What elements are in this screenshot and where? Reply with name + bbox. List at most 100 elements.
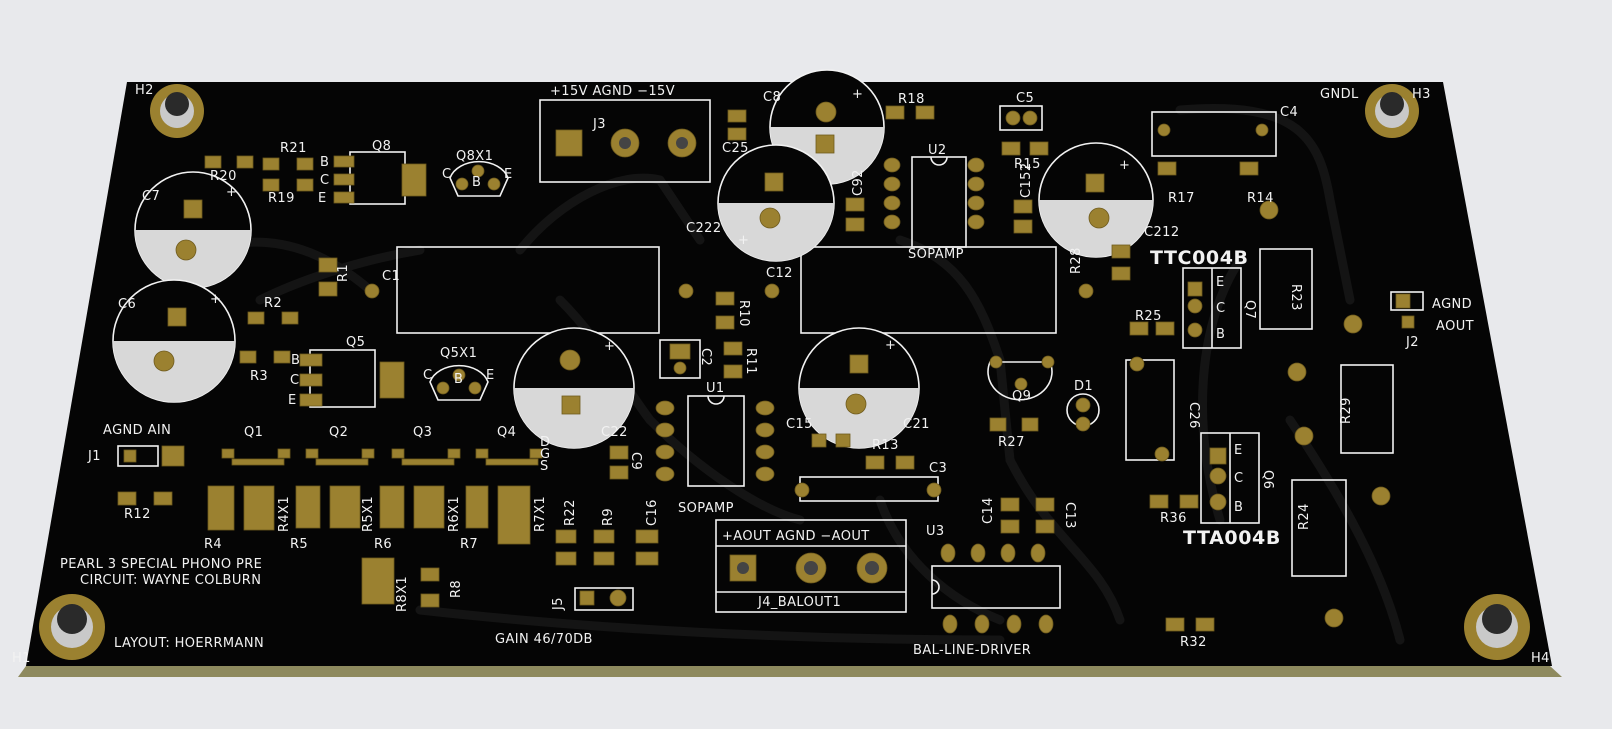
cap-c212: + xyxy=(1038,142,1154,258)
ref-r25: R25 xyxy=(1135,309,1162,324)
label-sopamp-u1: SOPAMP xyxy=(678,501,734,516)
svg-text:+: + xyxy=(885,338,896,353)
label-h4: H4 xyxy=(1531,651,1550,666)
q7-pin-c: C xyxy=(1216,301,1225,316)
silk-outlines xyxy=(117,99,1424,613)
label-sopamp-u2: SOPAMP xyxy=(908,247,964,262)
ref-c21: C21 xyxy=(903,417,930,432)
ref-d1: D1 xyxy=(1074,379,1093,394)
label-j1-pins: AGND AIN xyxy=(103,423,171,438)
ref-u2: U2 xyxy=(928,143,947,158)
svg-text:+: + xyxy=(210,292,221,307)
ref-c4: C4 xyxy=(1280,105,1298,120)
label-bal-line-driver: BAL-LINE-DRIVER xyxy=(913,643,1031,658)
cap-c222: + xyxy=(717,144,835,262)
q8x1-pin-b: B xyxy=(472,175,481,190)
q5-pin-e: E xyxy=(288,393,297,408)
ref-c1: C1 xyxy=(382,269,400,284)
ref-c92: C92 xyxy=(851,169,866,196)
ref-c2: C2 xyxy=(698,348,713,366)
ref-u1: U1 xyxy=(706,381,725,396)
ref-c222: C222 xyxy=(686,221,722,236)
ref-c9: C9 xyxy=(628,452,643,470)
ref-r6x1: R6X1 xyxy=(447,496,462,532)
electrolytic-caps: + + + + + + xyxy=(112,69,1154,449)
hole-h4 xyxy=(1464,594,1530,660)
ref-c25: C25 xyxy=(722,141,749,156)
q6-pin-b: B xyxy=(1234,500,1243,515)
label-gain: GAIN 46/70DB xyxy=(495,632,593,647)
q8x1-pin-e: E xyxy=(504,167,513,182)
ref-r8x1: R8X1 xyxy=(395,576,410,612)
q8-pin-c: C xyxy=(320,173,329,188)
ref-r14: R14 xyxy=(1247,191,1274,206)
label-ttc004b: TTC004B xyxy=(1150,247,1249,269)
hole-h1 xyxy=(39,594,105,660)
label-j4-pins: +AOUT AGND −AOUT xyxy=(722,529,870,544)
label-j3-pins: +15V AGND −15V xyxy=(550,84,675,99)
ref-r21: R21 xyxy=(280,141,307,156)
hole-h3 xyxy=(1365,84,1419,138)
q5x1-pin-c: C xyxy=(423,368,432,383)
q5-pin-c: C xyxy=(290,373,299,388)
pads xyxy=(117,105,1415,634)
ref-c12: C12 xyxy=(766,266,793,281)
ref-q8: Q8 xyxy=(372,139,391,154)
ref-r28: R28 xyxy=(1069,247,1084,274)
ref-q9: Q9 xyxy=(1012,389,1031,404)
ref-r11: R11 xyxy=(743,348,758,375)
label-h2: H2 xyxy=(135,83,154,98)
ref-c7: C7 xyxy=(142,189,160,204)
ref-c212: C212 xyxy=(1144,225,1180,240)
ref-r36: R36 xyxy=(1160,511,1187,526)
ref-r5: R5 xyxy=(290,537,308,552)
ref-r5x1: R5X1 xyxy=(361,496,376,532)
board-edge xyxy=(18,666,1562,677)
ref-q7: Q7 xyxy=(1242,300,1257,319)
label-pin-g: G xyxy=(540,447,550,462)
label-j2-agnd: AGND xyxy=(1432,297,1472,312)
q6-pin-e: E xyxy=(1234,443,1243,458)
label-layout: LAYOUT: HOERRMANN xyxy=(114,636,264,651)
ref-r18: R18 xyxy=(898,92,925,107)
ref-q5: Q5 xyxy=(346,335,365,350)
label-pin-d: D xyxy=(540,435,550,450)
ref-r23: R23 xyxy=(1288,284,1303,311)
ref-r27: R27 xyxy=(998,435,1025,450)
ref-r22: R22 xyxy=(563,499,578,526)
ref-r32: R32 xyxy=(1180,635,1207,650)
q8x1-pin-c: C xyxy=(442,167,451,182)
label-h3: H3 xyxy=(1412,87,1431,102)
ref-c14: C14 xyxy=(981,497,996,524)
svg-text:+: + xyxy=(852,87,863,102)
q7-pin-e: E xyxy=(1216,275,1225,290)
q6-pin-c: C xyxy=(1234,471,1243,486)
ref-r20: R20 xyxy=(210,169,237,184)
ref-r4: R4 xyxy=(204,537,222,552)
ref-q1: Q1 xyxy=(244,425,263,440)
hole-h2 xyxy=(150,84,204,138)
ref-j1: J1 xyxy=(87,449,101,464)
q5x1-pin-e: E xyxy=(486,368,495,383)
label-pin-s: S xyxy=(540,459,549,474)
ref-j3: J3 xyxy=(592,117,606,132)
svg-text:+: + xyxy=(1119,158,1130,173)
q8-pin-e: E xyxy=(318,191,327,206)
ref-q5x1: Q5X1 xyxy=(440,346,477,361)
cap-c21: + xyxy=(798,327,920,449)
ref-u3: U3 xyxy=(926,524,945,539)
label-gndl: GNDL xyxy=(1320,87,1359,102)
silkscreen-text: H2 H3 H1 H4 GNDL +15V AGND −15V J3 R21 R… xyxy=(12,83,1550,666)
ref-q6: Q6 xyxy=(1260,470,1275,489)
ref-c22: C22 xyxy=(601,425,628,440)
ref-r1: R1 xyxy=(336,264,351,282)
ref-r17: R17 xyxy=(1168,191,1195,206)
ref-j5: J5 xyxy=(551,597,566,611)
label-j4-name: J4_BALOUT1 xyxy=(757,595,841,610)
q5x1-pin-b: B xyxy=(454,372,463,387)
label-h1: H1 xyxy=(12,651,31,666)
ref-r10: R10 xyxy=(736,300,751,327)
ref-q2: Q2 xyxy=(329,425,348,440)
